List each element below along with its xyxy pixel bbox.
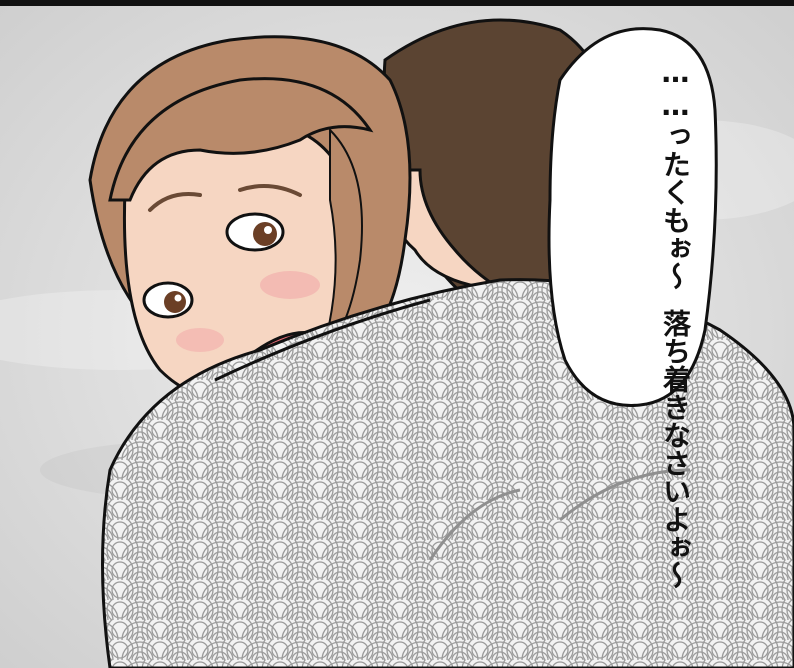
woman-eye-left <box>225 212 285 252</box>
speech-line-1: ……ったくもぉ～ <box>659 56 692 290</box>
yukata-fold-2 <box>559 468 691 522</box>
woman-eyebrow-left <box>238 184 302 197</box>
speech-bubble-text: ……ったくもぉ～ 落ち着きなさいよぉ～ <box>555 48 695 589</box>
yukata-collar-line <box>214 298 431 382</box>
yukata-fold-1 <box>428 488 521 561</box>
speech-line-2: 落ち着きなさいよぉ～ <box>659 309 692 589</box>
woman-blush-2 <box>176 328 224 352</box>
top-panel-border <box>0 0 794 6</box>
speech-bubble <box>547 27 718 407</box>
woman-eye-right <box>142 281 194 319</box>
woman-bangs <box>108 77 374 202</box>
woman-blush <box>260 271 320 299</box>
woman-eyebrow-right <box>148 192 202 212</box>
